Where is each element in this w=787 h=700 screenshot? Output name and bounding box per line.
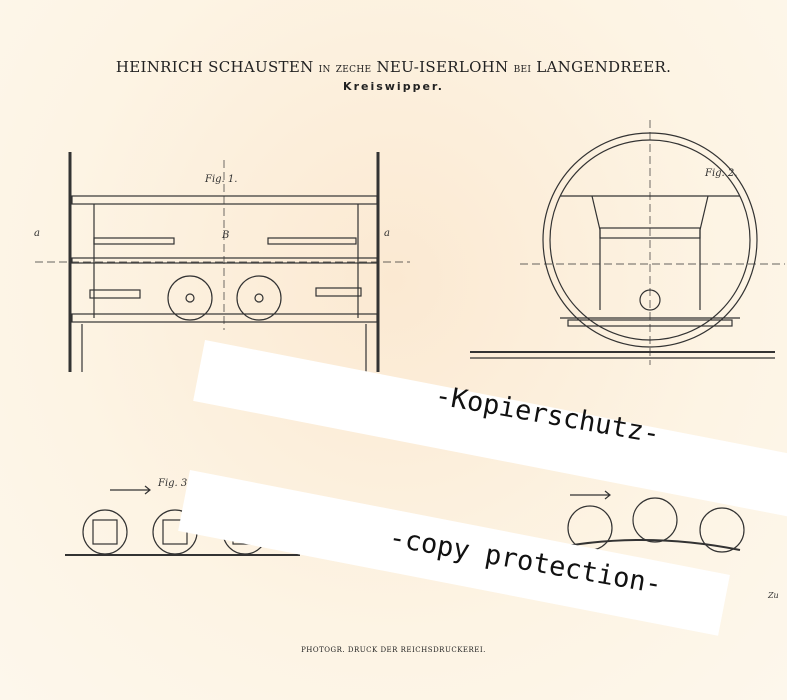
patent-subtitle: Kreiswipper. [343, 80, 444, 93]
title-in: IN [318, 65, 331, 75]
figure-1-drawing [35, 152, 410, 372]
figure-2-drawing [470, 120, 785, 365]
patent-title: HEINRICH SCHAUSTEN IN ZECHE NEU-ISERLOHN… [0, 58, 787, 76]
label-a-right: a [384, 228, 390, 239]
fig1-label: Fig. 1. [204, 174, 237, 185]
label-a-left: a [34, 228, 40, 239]
title-zeche: ZECHE [335, 65, 372, 75]
label-b: B [221, 230, 229, 241]
zu-label: Zu [768, 591, 779, 600]
printer-credit: PHOTOGR. DRUCK DER REICHSDRUCKEREI. [301, 646, 486, 654]
inventor-name: HEINRICH SCHAUSTEN [115, 58, 314, 76]
title-town: LANGENDREER. [536, 58, 672, 76]
fig3-label: Fig. 3 [157, 478, 187, 489]
title-place: NEU-ISERLOHN [376, 58, 509, 76]
title-bei: BEI [513, 65, 532, 75]
fig2-label: Fig. 2. [704, 168, 737, 179]
